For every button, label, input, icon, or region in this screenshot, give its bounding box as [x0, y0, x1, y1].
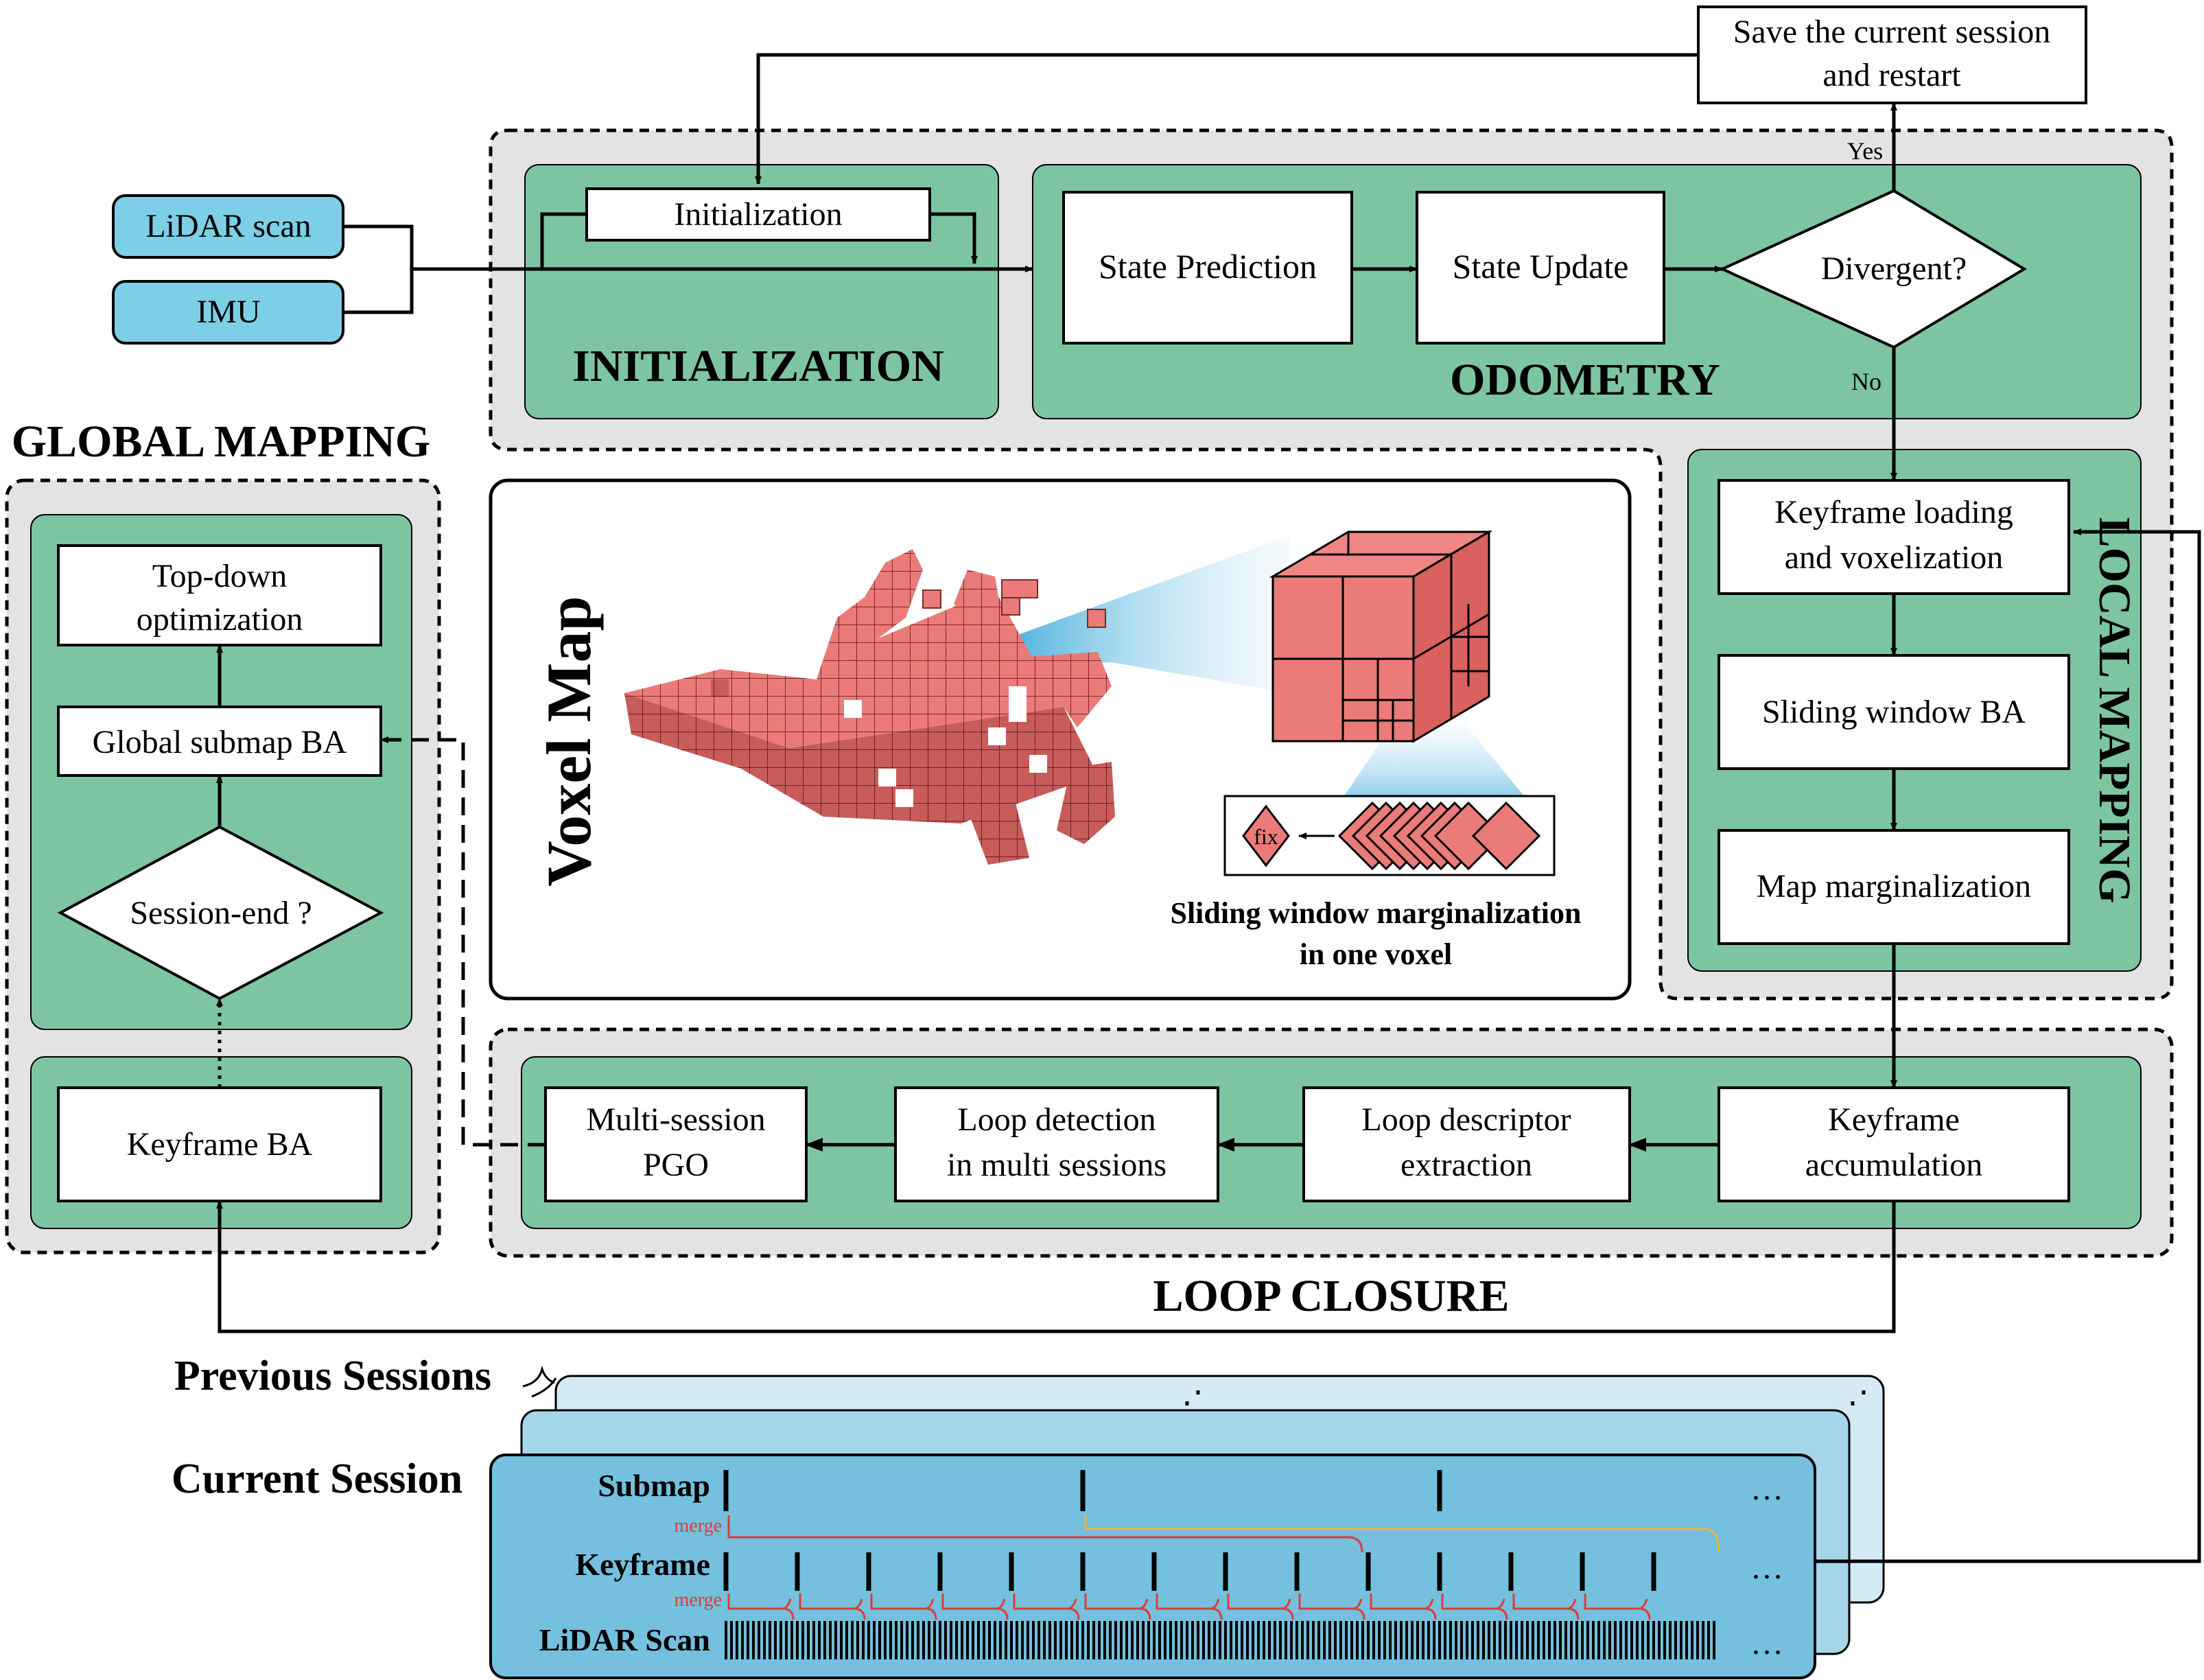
divergent-label: Divergent?: [1821, 250, 1967, 287]
keyframe-merge-bracket: [1084, 1594, 1151, 1620]
submap-merge-bracket: [1084, 1515, 1720, 1553]
keyframe-ba-box: [57, 1086, 382, 1202]
keyframe-merge-bracket: [1298, 1594, 1365, 1620]
loop-detection-line1: Loop detection: [957, 1101, 1156, 1138]
loop-descriptor-box: [1302, 1086, 1631, 1202]
no-label: No: [1851, 368, 1881, 395]
merge-label-2: merge: [675, 1589, 722, 1611]
session-to-keyframe-loading-arrow: [1815, 528, 2201, 1563]
loop-descriptor-line2: extraction: [1400, 1147, 1532, 1183]
lidar-scan-row-label: LiDAR Scan: [539, 1622, 710, 1657]
local-mapping-panel-label: LOCAL MAPPING: [2089, 517, 2139, 904]
top-down-line1: Top-down: [152, 558, 288, 594]
restart-feedback-arrow: [755, 53, 1698, 185]
keyframe-merge-bracket: [1013, 1594, 1080, 1620]
odometry-panel-label: ODOMETRY: [1450, 355, 1720, 405]
imu-input-label: IMU: [196, 294, 260, 330]
keyframe-merge-bracket: [1512, 1594, 1580, 1620]
keyframe-row-label: Keyframe: [575, 1547, 710, 1582]
map-marginalization-label: Map marginalization: [1757, 868, 2031, 905]
state-prediction-label: State Prediction: [1099, 247, 1317, 285]
accumulation-to-keyframe-ba-arrow: [216, 1200, 1896, 1333]
loop-descriptor-line1: Loop descriptor: [1361, 1101, 1571, 1138]
global-submap-ba-label: Global submap BA: [93, 724, 347, 760]
lidar-scan-input-label: LiDAR scan: [145, 208, 311, 244]
initialization-panel-label: INITIALIZATION: [572, 341, 944, 391]
multi-session-line2: PGO: [643, 1147, 709, 1183]
keyframe-merge-bracket: [870, 1594, 937, 1620]
keyframe-merge-bracket: [1370, 1594, 1437, 1620]
loop-closure-panel-label: LOOP CLOSURE: [1153, 1271, 1510, 1321]
state-update-box: [1416, 191, 1665, 345]
keyframe-accumulation-box: [1718, 1086, 2070, 1202]
session-end-label: Session-end ?: [130, 895, 312, 931]
keyframe-loading-line1: Keyframe loading: [1774, 494, 2013, 530]
previous-sessions-bracket: [522, 1365, 557, 1398]
save-restart-line1: Save the current session: [1733, 14, 2051, 50]
save-restart-box: [1697, 5, 2087, 104]
current-session-label: Current Session: [172, 1456, 462, 1502]
lidar-scan-ellipsis: …: [1750, 1625, 1783, 1661]
multi-session-line1: Multi-session: [586, 1101, 765, 1138]
session-timeline: [723, 1470, 1720, 1659]
previous-sessions-label: Previous Sessions: [174, 1353, 491, 1399]
state-prediction-box: [1062, 191, 1353, 345]
top-down-optimization-box: [57, 544, 382, 646]
submap-ellipsis: …: [1750, 1471, 1783, 1507]
keyframe-merge-bracket: [1584, 1594, 1651, 1620]
keyframe-acc-line2: accumulation: [1805, 1147, 1983, 1183]
submap-merge-bracket: [727, 1515, 1363, 1553]
global-mapping-title: GLOBAL MAPPING: [12, 417, 431, 467]
pgo-to-global-submap-dashed-arrow: [380, 736, 546, 1147]
yes-label: Yes: [1847, 137, 1883, 165]
keyframe-ellipsis: …: [1750, 1550, 1783, 1586]
merge-label-1: merge: [675, 1515, 722, 1537]
voxel-map-title: Voxel Map: [534, 596, 604, 886]
keyframe-loading-line2: and voxelization: [1785, 539, 2004, 576]
voxel-cube: [1269, 530, 1493, 743]
global-submap-ba-box: [57, 705, 382, 777]
input-connector: [343, 212, 1033, 314]
fix-diamond: [1242, 804, 1290, 867]
state-update-label: State Update: [1453, 247, 1629, 285]
initialization-box-label: Initialization: [674, 196, 842, 233]
keyframe-acc-line1: Keyframe: [1828, 1101, 1960, 1138]
voxel-caption-line1: Sliding window marginalization: [1170, 896, 1581, 930]
top-down-line2: optimization: [137, 601, 303, 638]
keyframe-merge-bracket: [799, 1594, 866, 1620]
submap-row-label: Submap: [598, 1468, 710, 1503]
initialization-box: [585, 187, 931, 242]
keyframe-merge-bracket: [1156, 1594, 1223, 1620]
voxel-caption-line2: in one voxel: [1300, 937, 1452, 971]
keyframe-loading-box: [1718, 479, 2070, 595]
map-marginalization-box: [1718, 829, 2070, 945]
sliding-window-ba-label: Sliding window BA: [1762, 694, 2026, 730]
fix-label: fix: [1254, 824, 1278, 849]
keyframe-merge-bracket: [727, 1594, 795, 1620]
window-diamonds: [1337, 801, 1541, 871]
keyframe-merge-bracket: [1227, 1594, 1294, 1620]
save-restart-line2: and restart: [1822, 57, 1961, 93]
voxel-map-illustration: fix Sliding window marginalization in on…: [624, 530, 1582, 971]
loop-detection-line2: in multi sessions: [947, 1147, 1167, 1183]
sliding-window-ba-box: [1718, 654, 2070, 770]
keyframe-ba-label: Keyframe BA: [127, 1126, 313, 1163]
keyframe-merge-bracket: [1441, 1594, 1508, 1620]
keyframe-merge-bracket: [941, 1594, 1009, 1620]
